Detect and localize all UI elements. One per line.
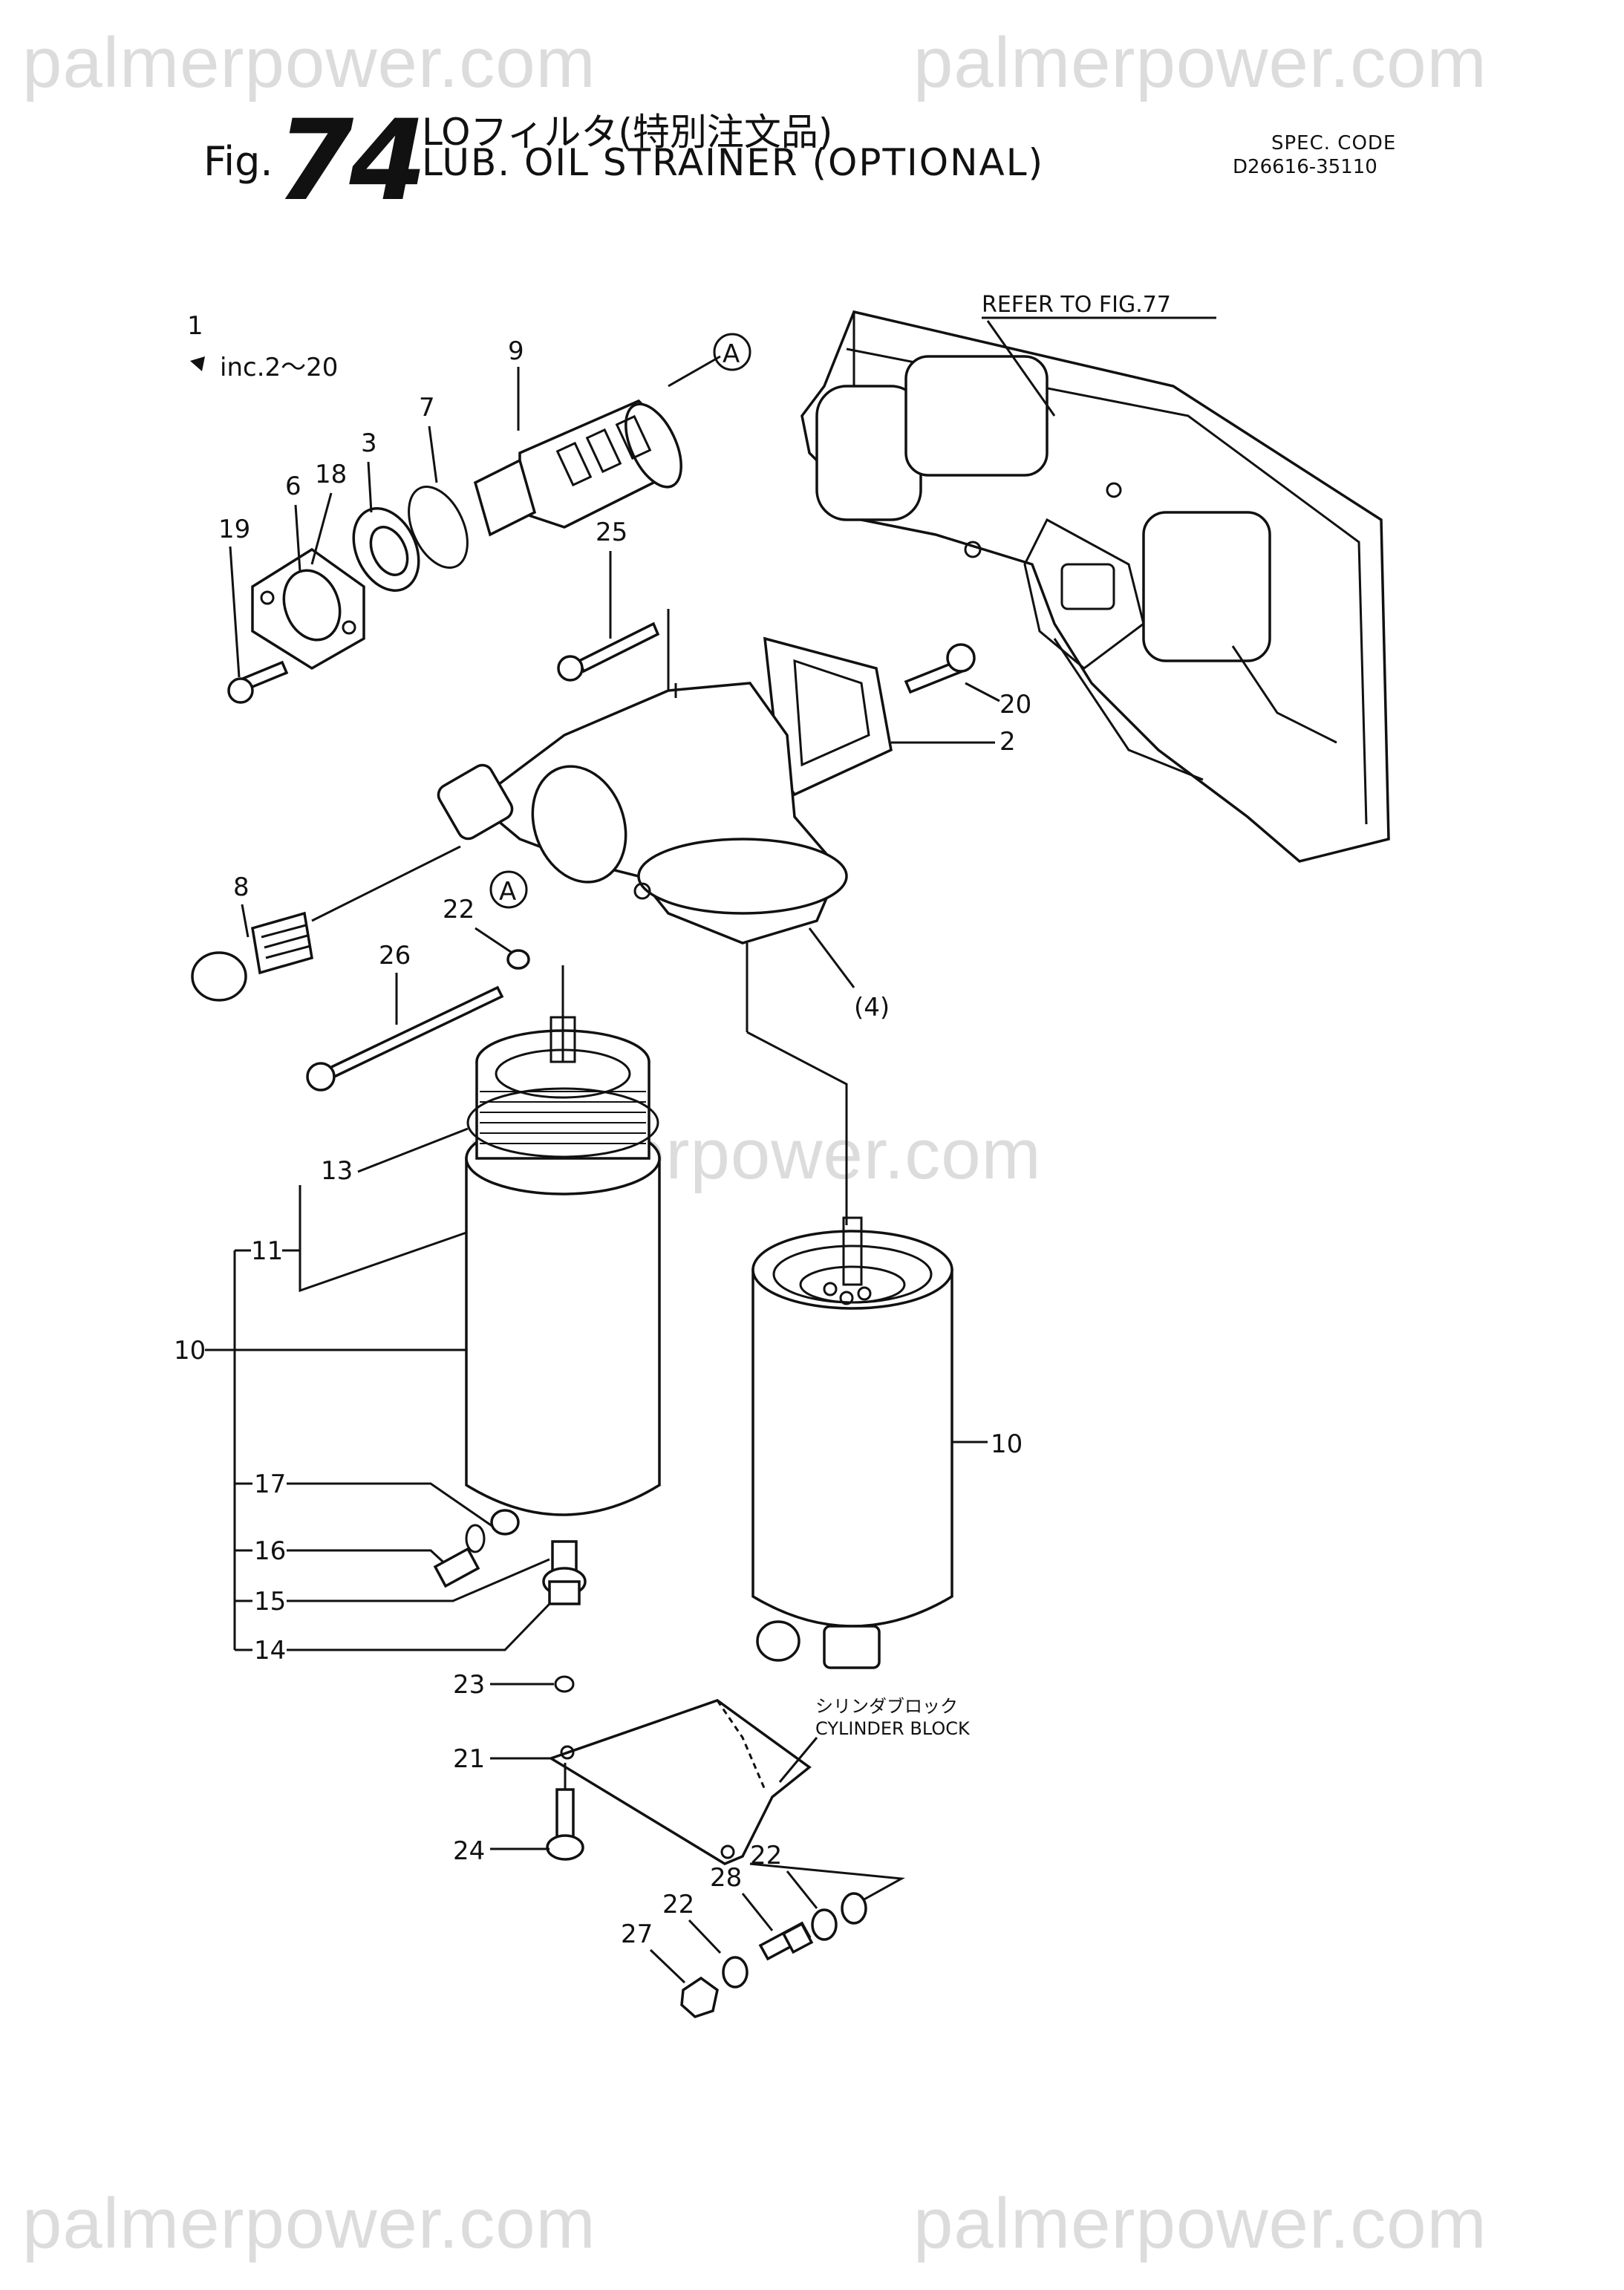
include-arrow-icon [190,356,205,371]
label-10-right: 10 [991,1429,1023,1459]
bolt-24 [546,1788,584,1861]
label-20: 20 [999,690,1031,720]
drain-plug-16 [433,1547,480,1588]
seal-3 [352,507,420,592]
bracket-13-11 [299,1185,467,1293]
spec-code-label: SPEC. CODE [1271,132,1397,154]
label-4: (4) [854,993,890,1022]
figure-prefix: Fig. [203,138,273,185]
label-3: 3 [361,428,377,458]
label-23: 23 [453,1670,485,1700]
watermark-bottom-right: palmerpower.com [913,2184,1487,2263]
washer-22-far [841,1892,867,1925]
label-14: 14 [254,1636,286,1666]
figure-number: 74 [276,97,427,226]
title-japanese: LOフィルタ(特別注文品) [422,111,833,154]
label-6: 6 [285,472,301,501]
washer-22-upper [506,949,530,970]
filter-cartridge-left [465,965,661,1536]
bolt-26 [306,985,504,1092]
relief-plug-8 [191,911,313,1002]
nut-27 [680,1976,719,2018]
label-17: 17 [254,1469,286,1499]
label-24: 24 [453,1836,485,1866]
bolt-25 [557,622,660,682]
label-25: 25 [596,518,627,547]
label-2: 2 [999,727,1016,757]
o-ring-13 [466,1087,659,1158]
label-22-left: 22 [662,1890,694,1919]
callout-a-circle-top [713,333,751,371]
stud-28 [758,1921,814,1961]
washer-22-mid [811,1908,838,1941]
o-ring-17 [465,1524,486,1553]
washer-22-near [722,1956,749,1989]
include-note: inc.2～20 [220,353,338,382]
refer-note: REFER TO FIG.77 [982,292,1171,318]
o-ring-7 [408,486,469,569]
label-10-left: 10 [174,1336,206,1366]
watermark-bottom-left: palmerpower.com [22,2184,596,2263]
label-8: 8 [233,872,250,902]
bolt-19 [227,660,289,704]
refer-leader [986,320,1056,417]
watermark-top-right: palmerpower.com [913,23,1487,102]
label-13: 13 [321,1156,353,1186]
title-english: LUB. OIL STRAINER (OPTIONAL) [422,141,1045,184]
label-7: 7 [419,393,435,423]
strainer-element [473,355,721,537]
watermark-top-left: palmerpower.com [22,23,596,102]
filter-cartridge-right [746,943,953,1669]
label-18: 18 [315,460,347,489]
label-22-upper: 22 [443,895,475,924]
label-16: 16 [254,1536,286,1566]
label-27: 27 [621,1919,653,1949]
callout-a-circle-bottom [489,870,528,909]
filter-head-4 [437,682,848,945]
label-9: 9 [508,336,524,366]
drain-valve-14 [542,1540,587,1605]
label-26: 26 [379,941,411,971]
callout-a-top: A [723,339,740,369]
label-11: 11 [251,1236,283,1266]
spec-code-value: D26616-35110 [1233,156,1377,178]
bolt-20 [904,643,976,694]
label-1: 1 [187,311,203,341]
engine-block-outline [800,310,1390,863]
callout-a-bottom: A [499,877,516,907]
cylinder-block-jp: シリンダブロック [815,1696,958,1717]
label-15: 15 [254,1587,286,1617]
label-21: 21 [453,1744,485,1774]
label-19: 19 [218,515,250,544]
bracket-plate-21 [547,1699,812,1865]
flange-6 [251,547,365,671]
washer-23 [554,1675,575,1693]
cylinder-block-en: CYLINDER BLOCK [815,1718,971,1739]
label-28: 28 [710,1863,742,1893]
